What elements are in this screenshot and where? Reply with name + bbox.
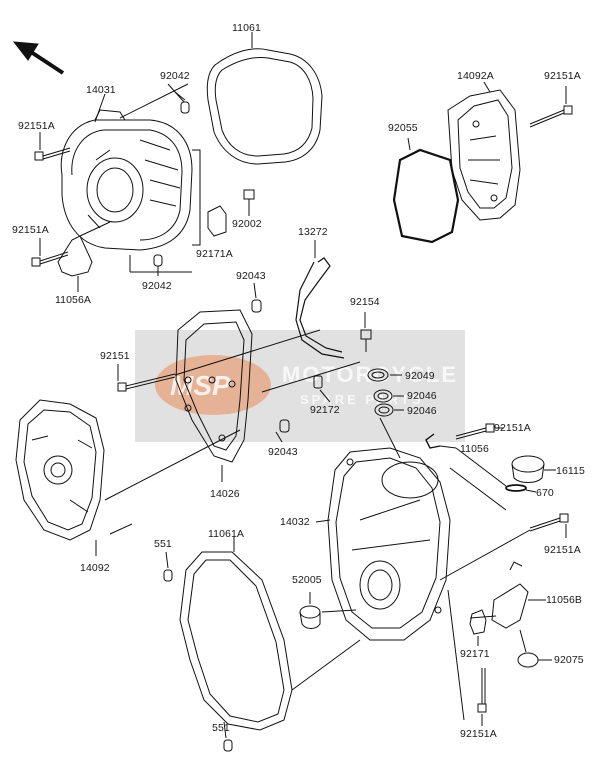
label-14092A: 14092A: [457, 70, 494, 82]
gasket-92055: [392, 148, 460, 244]
label-92151A-3: 92151A: [544, 70, 581, 82]
label-92002: 92002: [232, 218, 262, 230]
dowel-92043-bottom: [279, 419, 290, 433]
label-92075: 92075: [554, 654, 584, 666]
bolt-92151A-4: [455, 423, 495, 440]
dowel-551-top: [163, 569, 173, 582]
label-551-top: 551: [154, 538, 172, 550]
seal-92046-1: [373, 389, 393, 403]
clutch-cover-14032: [327, 447, 451, 641]
label-92046-1: 92046: [407, 390, 437, 402]
label-92049: 92049: [405, 370, 435, 382]
cover-14092A: [447, 89, 521, 221]
plate-13272: [299, 257, 343, 353]
watermark-logo: [155, 355, 271, 415]
bolt-92151A-5: [529, 513, 569, 532]
gasket-11061: [206, 48, 323, 165]
label-92154: 92154: [350, 296, 380, 308]
label-11056A: 11056A: [55, 294, 92, 306]
label-11056: 11056: [460, 443, 489, 455]
bolt-92151A-3: [529, 105, 573, 128]
bolt-92151: [117, 373, 176, 392]
dowel-551-bottom: [223, 739, 233, 752]
label-92043-bottom: 92043: [268, 446, 298, 458]
generator-cover-14031: [60, 109, 193, 251]
label-92043-top: 92043: [236, 270, 266, 282]
label-11061A: 11061A: [208, 528, 245, 540]
grommet-92075: [517, 652, 539, 668]
label-14032: 14032: [280, 516, 310, 528]
label-92151: 92151: [100, 350, 130, 362]
label-92151A-5: 92151A: [544, 544, 581, 556]
label-11061: 11061: [232, 22, 261, 34]
seal-92046-2: [374, 403, 394, 417]
bracket-11056B: [491, 583, 529, 629]
gasket-11061A: [179, 551, 293, 731]
label-551-bottom: 551: [212, 722, 230, 734]
label-92172: 92172: [310, 404, 340, 416]
dowel-92042-top: [180, 101, 190, 114]
label-92151A-1: 92151A: [18, 120, 55, 132]
spacer-92172: [313, 375, 323, 389]
label-11056B: 11056B: [546, 594, 583, 606]
bracket-11056A: [57, 235, 93, 277]
label-14031: 14031: [86, 84, 116, 96]
watermark-logo-text: MSP: [170, 370, 231, 401]
dowel-92043-top: [251, 299, 262, 313]
label-92171A: 92171A: [196, 248, 233, 260]
bolt-92151A-6: [477, 668, 487, 713]
bolt-92154: [360, 329, 372, 352]
label-92055: 92055: [388, 122, 418, 134]
label-92042-bottom: 92042: [142, 280, 172, 292]
label-16115: 16115: [556, 465, 585, 477]
clip-11056: [425, 433, 441, 449]
label-14026: 14026: [210, 488, 240, 500]
clamp-92171: [469, 609, 487, 635]
cover-14026: [175, 309, 253, 463]
watermark-name: MOTORCYCLE: [282, 362, 459, 387]
label-92151A-4: 92151A: [494, 422, 531, 434]
seal-92049: [367, 368, 389, 382]
label-52005: 52005: [292, 574, 322, 586]
oring-670: [505, 484, 527, 492]
clamp-92171A: [207, 205, 227, 237]
cover-14092: [15, 399, 105, 541]
label-14092: 14092: [80, 562, 110, 574]
front-arrow-icon: [12, 41, 65, 75]
label-13272: 13272: [298, 226, 328, 238]
bolt-92002: [243, 189, 255, 216]
dowel-92042-bottom: [153, 254, 163, 267]
label-92151A-2: 92151A: [12, 224, 49, 236]
label-92046-2: 92046: [407, 405, 437, 417]
label-92151A-6: 92151A: [460, 728, 497, 740]
label-92171: 92171: [460, 648, 490, 660]
label-92042-top: 92042: [160, 70, 190, 82]
label-670: 670: [536, 487, 554, 499]
cap-16115: [511, 455, 545, 483]
bolt-92151A-1: [34, 147, 71, 161]
watermark-sub: SPARE PARTS: [300, 392, 424, 407]
bushing-52005: [299, 605, 321, 629]
